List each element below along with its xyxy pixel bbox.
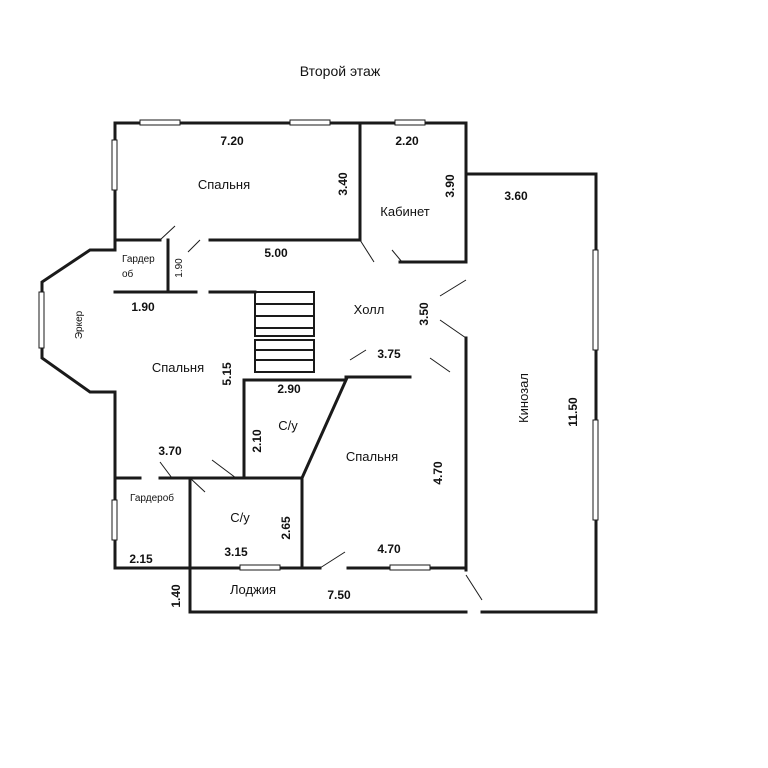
dim-3-75: 3.75 [377,347,401,361]
window-bedroom-right [389,564,431,571]
label-bedroom-left: Спальня [152,360,204,375]
window-top-2 [289,119,331,126]
label-office: Кабинет [380,204,429,219]
wall-cinema [464,172,598,614]
door-office [391,249,403,263]
door-loggia [465,574,483,601]
label-cinema: Кинозал [516,373,531,423]
dim-3-60: 3.60 [504,189,528,203]
door-bedroom-top [359,239,375,263]
dimension-labels: 7.20 2.20 3.40 3.90 3.60 5.00 1.90 1.90 … [129,134,580,608]
door-hall-right [429,357,451,373]
dim-7-50: 7.50 [327,588,351,602]
label-hall: Холл [354,302,385,317]
dim-3-40: 3.40 [336,172,350,196]
dim-3-15: 3.15 [224,545,248,559]
label-bedroom-right: Спальня [346,449,398,464]
dim-1-40: 1.40 [169,584,183,608]
window-bath2 [239,564,281,571]
stair-upper-treads [255,303,314,329]
window-bay [38,291,45,349]
doors [159,225,483,601]
door-hall-small [187,239,201,253]
wall-loggia [188,566,468,614]
dim-1-90-horizontal: 1.90 [131,300,155,314]
door-bedroom-right [349,349,367,361]
window-top-3 [394,119,426,126]
door-cinema-upper [439,279,467,297]
label-small-wardrobe-2: об [122,268,134,280]
stair-upper-flight [254,291,315,337]
stairs [254,291,315,373]
label-bathroom-2: С/у [230,510,250,525]
dim-2-90: 2.90 [277,382,301,396]
dim-2-15: 2.15 [129,552,153,566]
dim-11-50: 11.50 [566,397,580,427]
windows [38,119,599,571]
dim-3-50: 3.50 [417,302,431,326]
room-labels: Спальня Кабинет Гардер об Эркер Холл Спа… [74,177,531,597]
label-small-wardrobe-1: Гардер [122,254,155,265]
dim-2-20: 2.20 [395,134,419,148]
dim-3-90: 3.90 [443,174,457,198]
window-top-1 [139,119,181,126]
dim-3-70: 3.70 [158,444,182,458]
window-cinema-2 [592,419,599,521]
door-bath2 [189,477,206,493]
dim-5-15: 5.15 [220,362,234,386]
dim-1-90-vertical: 1.90 [174,258,185,278]
wall-bath1-top-diagonal [242,378,349,480]
label-bay: Эркер [74,310,85,339]
dim-2-65: 2.65 [279,516,293,540]
window-wardrobe [111,499,118,541]
dim-7-20: 7.20 [220,134,244,148]
label-bathroom-1: С/у [278,418,298,433]
dim-4-70-horizontal: 4.70 [377,542,401,556]
plan-title: Второй этаж [300,63,381,79]
dim-5-00: 5.00 [264,246,288,260]
label-loggia: Лоджия [230,582,276,597]
window-cinema-1 [592,249,599,351]
label-wardrobe: Гардероб [130,492,174,504]
dim-2-10: 2.10 [250,429,264,453]
door-small-wardrobe [159,225,176,241]
door-bedroom-right-bottom [319,551,346,569]
stair-lower-treads [255,349,314,361]
window-left-1 [111,139,118,191]
label-bedroom-top: Спальня [198,177,250,192]
stair-lower-flight [254,339,315,373]
door-cinema-lower [439,319,467,339]
walls [40,121,598,614]
door-bedroom-left [211,459,237,479]
door-wardrobe [159,461,173,479]
dim-4-70-vertical: 4.70 [431,461,445,485]
